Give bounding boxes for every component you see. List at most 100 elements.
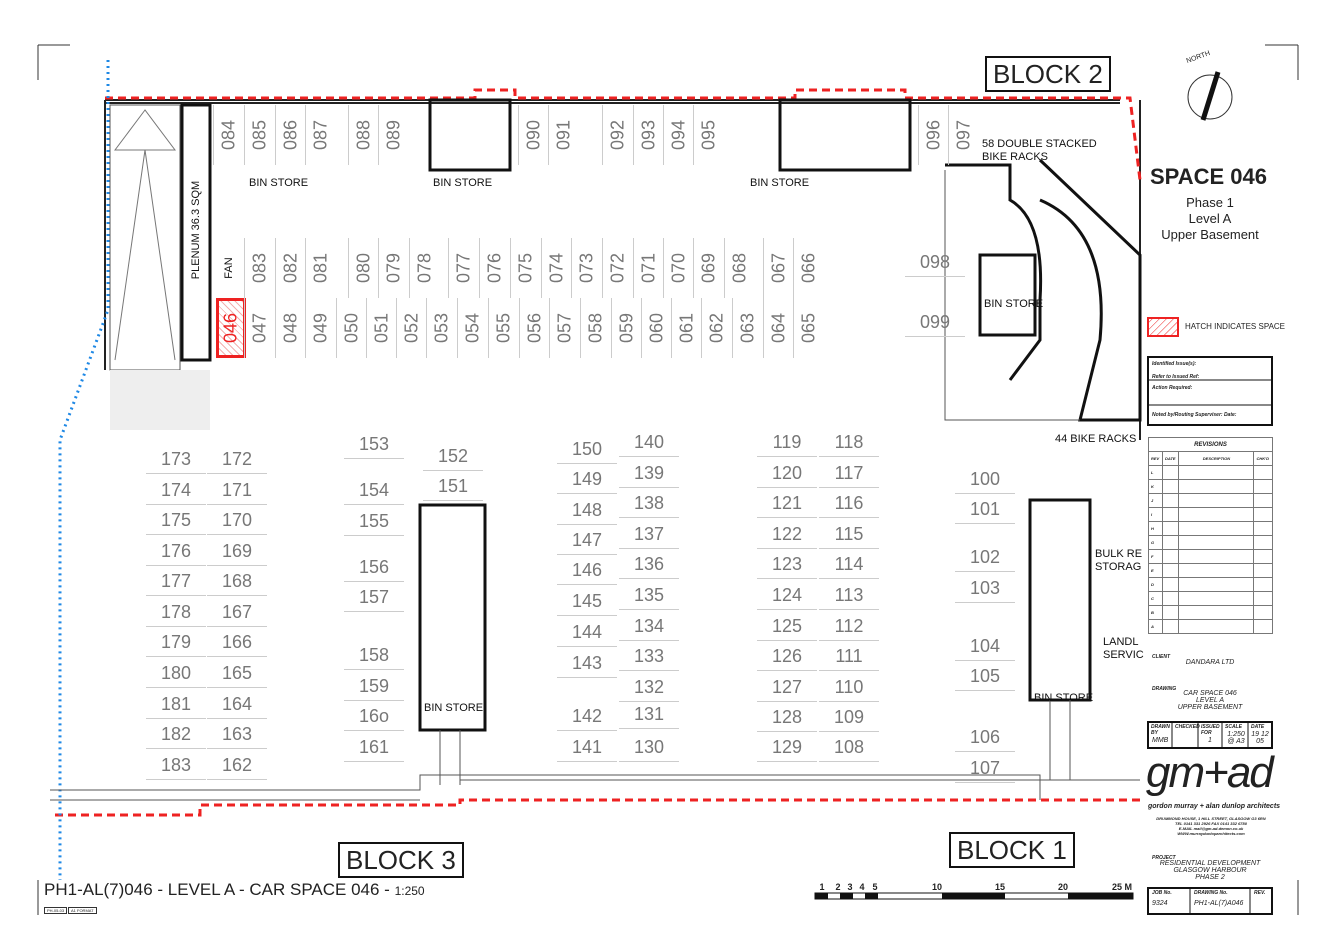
rev-date xyxy=(1161,507,1180,522)
bay-number: 081 xyxy=(310,252,330,284)
bay-number: 092 xyxy=(607,119,627,151)
parking-bay-140: 140 xyxy=(619,427,679,457)
bay-number: 059 xyxy=(616,312,636,344)
rev-chkd xyxy=(1253,549,1273,564)
parking-bay-077: 077 xyxy=(448,238,478,298)
rev-header: DATE xyxy=(1161,451,1180,466)
parking-bay-065: 065 xyxy=(793,298,823,358)
parking-bay-055: 055 xyxy=(488,298,518,358)
rev-chkd xyxy=(1253,619,1273,634)
drawing-number: PH1-AL(7)A046 xyxy=(1194,900,1244,907)
job-number: 9324 xyxy=(1152,900,1168,907)
parking-bay-058: 058 xyxy=(580,298,610,358)
drawing-name: CAR SPACE 046 LEVEL A UPPER BASEMENT xyxy=(1150,690,1270,711)
bay-number: 078 xyxy=(414,252,434,284)
bay-number: 061 xyxy=(676,312,696,344)
landlord-services-label: SERVIC xyxy=(1103,649,1144,661)
rev-letter: H xyxy=(1148,521,1163,536)
rev-header: CHK'D xyxy=(1253,451,1273,466)
rev-chkd xyxy=(1253,563,1273,578)
parking-bay-096: 096 xyxy=(918,105,948,165)
parking-bay-158: 158 xyxy=(344,640,404,670)
revision-row: K xyxy=(1148,479,1273,494)
rev-letter: E xyxy=(1148,563,1163,578)
space-details: Phase 1 Level A Upper Basement xyxy=(1140,195,1280,243)
parking-bay-161: 161 xyxy=(344,732,404,762)
parking-bay-150: 150 xyxy=(557,434,617,464)
scale-tick: 25 M xyxy=(1111,882,1133,892)
parking-bay-108: 108 xyxy=(819,732,879,762)
parking-bay-132: 132 xyxy=(619,672,679,702)
parking-bay-105: 105 xyxy=(955,661,1015,691)
phase: Phase 1 xyxy=(1186,195,1234,210)
rev-chkd xyxy=(1253,535,1273,550)
parking-bay-051: 051 xyxy=(366,298,396,358)
revision-row: H xyxy=(1148,521,1273,536)
parking-bay-145: 145 xyxy=(557,586,617,616)
parking-bay-134: 134 xyxy=(619,611,679,641)
rev-desc xyxy=(1178,521,1255,536)
bay-number: 064 xyxy=(768,312,788,344)
date: 19 12 05 xyxy=(1251,731,1269,745)
rev-chkd xyxy=(1253,591,1273,606)
parking-bay-103: 103 xyxy=(955,573,1015,603)
checked-label: CHECKED xyxy=(1175,724,1200,730)
parking-bay-125: 125 xyxy=(757,611,817,641)
revision-row: G xyxy=(1148,535,1273,550)
parking-bay-080: 080 xyxy=(348,238,378,298)
address-line: E-MAIL mail@gm-ad.demon.co.uk xyxy=(1178,826,1244,831)
bulk-refuse-label: STORAG xyxy=(1095,561,1142,573)
rev-desc xyxy=(1178,493,1255,508)
scale-tick: 5 xyxy=(872,882,878,892)
rev-desc xyxy=(1178,465,1255,480)
parking-bay-170: 170 xyxy=(207,505,267,535)
parking-bay-079: 079 xyxy=(378,238,408,298)
parking-bay-092: 092 xyxy=(602,105,632,165)
rev-chkd xyxy=(1253,521,1273,536)
parking-bay-122: 122 xyxy=(757,519,817,549)
bay-number: 074 xyxy=(546,252,566,284)
drawn-by: MMB xyxy=(1152,737,1169,744)
project: RESIDENTIAL DEVELOPMENT GLASGOW HARBOUR … xyxy=(1150,860,1270,881)
parking-bay-116: 116 xyxy=(819,488,879,518)
project-label: PROJECT xyxy=(1152,855,1176,861)
hatch-legend-label: HATCH INDICATES SPACE xyxy=(1185,322,1286,331)
rev-date xyxy=(1161,605,1180,620)
parking-bay-167: 167 xyxy=(207,597,267,627)
parking-bay-143: 143 xyxy=(557,648,617,678)
parking-bay-049: 049 xyxy=(305,298,335,358)
bay-number: 089 xyxy=(383,119,403,151)
parking-bay-166: 166 xyxy=(207,627,267,657)
bay-number: 094 xyxy=(668,119,688,151)
scale-tick: 4 xyxy=(859,882,865,892)
parking-bay-169: 169 xyxy=(207,536,267,566)
bay-number: 076 xyxy=(484,252,504,284)
parking-bay-136: 136 xyxy=(619,549,679,579)
rev-desc xyxy=(1178,549,1255,564)
parking-bay-124: 124 xyxy=(757,580,817,610)
parking-bay-076: 076 xyxy=(479,238,509,298)
parking-bay-156: 156 xyxy=(344,552,404,582)
bay-number: 049 xyxy=(310,312,330,344)
parking-bay-110: 110 xyxy=(819,672,879,702)
parking-bay-088: 088 xyxy=(348,105,378,165)
parking-bay-069: 069 xyxy=(693,238,723,298)
rev-desc xyxy=(1178,605,1255,620)
rev-desc xyxy=(1178,507,1255,522)
parking-bay-063: 063 xyxy=(732,298,762,358)
parking-bay-052: 052 xyxy=(396,298,426,358)
parking-bay-117: 117 xyxy=(819,458,879,488)
bay-number: 097 xyxy=(953,119,973,151)
bay-number: 065 xyxy=(798,312,818,344)
parking-bay-130: 130 xyxy=(619,732,679,762)
plenum-label: PLENUM 36.3 SQM xyxy=(190,180,202,280)
area: Upper Basement xyxy=(1161,227,1259,242)
note-label: Action Required: xyxy=(1152,385,1193,391)
bay-number: 047 xyxy=(249,312,269,344)
parking-bay-061: 061 xyxy=(671,298,701,358)
note-label: Noted by/Routing Superviser: Date: xyxy=(1152,412,1237,418)
bay-number: 066 xyxy=(798,252,818,284)
rev-label: REV. xyxy=(1254,890,1266,896)
parking-bay-139: 139 xyxy=(619,458,679,488)
rev-letter: I xyxy=(1148,507,1163,522)
